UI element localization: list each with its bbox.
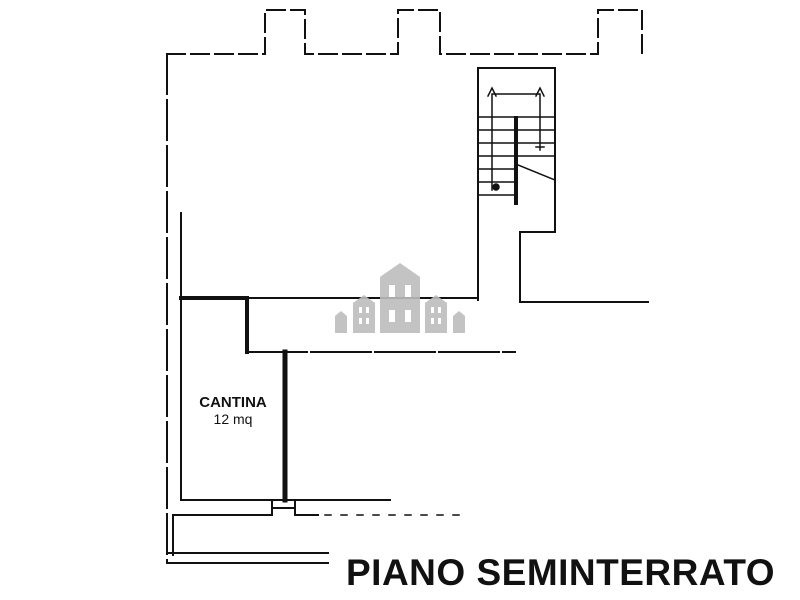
staircase bbox=[477, 86, 556, 205]
room-label-cantina: CANTINA 12 mq bbox=[190, 394, 276, 428]
outer-wall-top bbox=[166, 9, 643, 55]
stair-wall bbox=[477, 67, 649, 303]
watermark-logo bbox=[335, 263, 465, 333]
room-name: CANTINA bbox=[199, 394, 267, 411]
room-area: 12 mq bbox=[213, 411, 253, 427]
bottom-wall bbox=[166, 552, 329, 564]
door-opening bbox=[271, 499, 296, 516]
plan-title: PIANO SEMINTERRATO bbox=[346, 552, 776, 593]
